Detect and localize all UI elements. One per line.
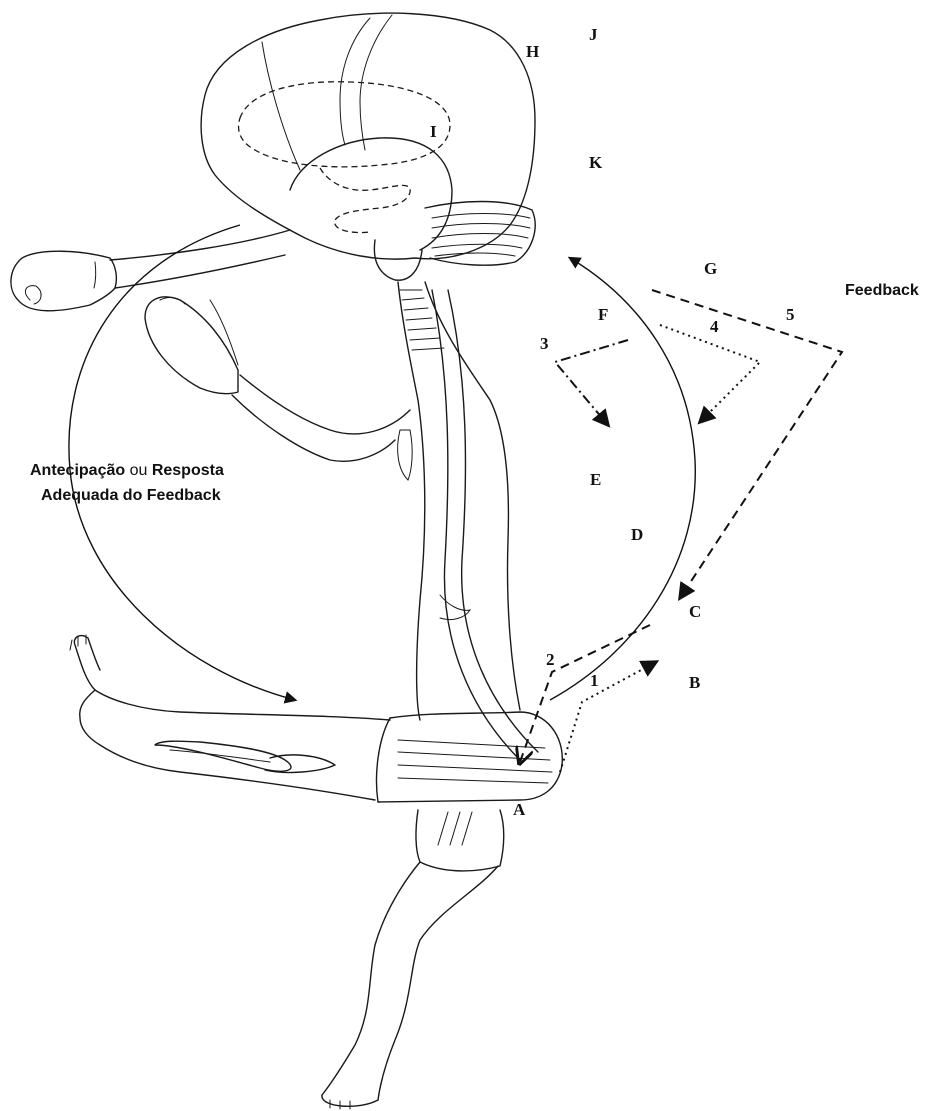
label-I: I <box>430 122 437 141</box>
label-H: H <box>526 42 539 61</box>
label-J: J <box>589 25 598 44</box>
resposta-word: Resposta <box>152 462 224 479</box>
label-F: F <box>598 305 608 324</box>
label-3: 3 <box>540 334 549 353</box>
label-5: 5 <box>786 305 795 324</box>
arms-illustration <box>11 230 410 461</box>
path-1-arrow <box>560 662 656 772</box>
feedback-caption: Feedback <box>845 282 919 299</box>
label-4: 4 <box>710 317 719 336</box>
path-3-arrow <box>555 340 628 425</box>
raised-leg-illustration <box>70 635 562 802</box>
path-2-arrow <box>520 625 650 762</box>
label-D: D <box>631 525 643 544</box>
anticipation-connector: ou <box>125 462 152 479</box>
anticipation-word: Antecipação <box>30 462 125 479</box>
label-C: C <box>689 602 701 621</box>
label-A: A <box>513 800 526 819</box>
number-labels: 1 2 3 4 5 <box>540 305 795 690</box>
body-torso-illustration <box>398 282 538 760</box>
label-2: 2 <box>546 650 555 669</box>
label-1: 1 <box>590 671 599 690</box>
anticipation-caption-line2: Adequada do Feedback <box>41 487 221 504</box>
label-G: G <box>704 259 717 278</box>
label-B: B <box>689 673 700 692</box>
standing-leg-illustration <box>322 810 504 1109</box>
letter-labels: A B C D E F G H I J K <box>430 25 717 819</box>
anticipation-caption-line1: Antecipação ou Resposta <box>30 462 224 479</box>
ascending-arc-arrow <box>550 258 695 700</box>
label-E: E <box>590 470 601 489</box>
label-K: K <box>589 153 603 172</box>
